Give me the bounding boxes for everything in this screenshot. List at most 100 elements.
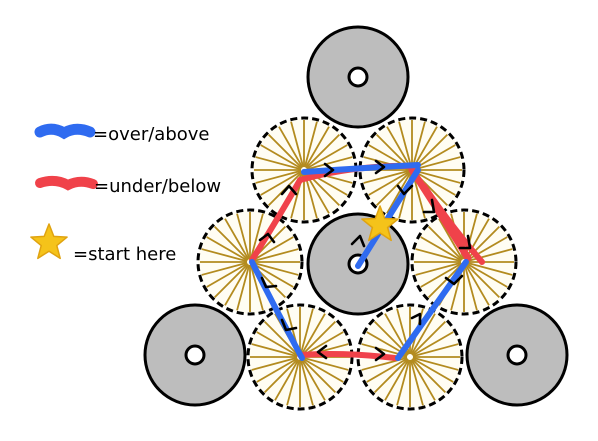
wheel-spoke — [363, 169, 410, 184]
legend-start-label: =start here — [73, 244, 176, 265]
wheel-spoke — [412, 356, 459, 371]
arrow-center-up — [350, 234, 366, 248]
legend-star-icon — [30, 223, 68, 260]
wheel-rim — [196, 208, 304, 316]
wheel-spoke — [249, 213, 264, 260]
wheel-spoke — [412, 331, 454, 357]
wheel-spoke — [465, 263, 500, 298]
wheel-spoke — [420, 262, 462, 288]
wheel-spoke — [466, 236, 508, 262]
wheel-spoke — [303, 121, 318, 168]
wheel-spoke — [464, 218, 490, 260]
wheel-spoke — [409, 359, 424, 406]
wheel-spoke — [413, 134, 448, 169]
arrow-right-diag-2 — [458, 234, 472, 250]
wheel-spoke — [305, 134, 340, 169]
wheel-spoke — [466, 248, 513, 263]
wheel-spoke — [256, 357, 298, 383]
legend-over-label: =over/above — [93, 124, 209, 145]
wheel-spoke — [410, 359, 436, 401]
wheel-spoke — [414, 169, 461, 184]
direction-arrows — [258, 159, 472, 362]
wheel-spoke — [304, 126, 330, 168]
wheel-spoke — [302, 357, 344, 383]
wheel-spoke — [428, 226, 463, 261]
wheel-spoke — [463, 264, 478, 311]
wheel-spoke — [224, 218, 250, 260]
wheel-spoke — [224, 264, 250, 306]
spool-top — [306, 25, 410, 129]
wheel-spoke — [236, 264, 251, 311]
wheel-spoke — [374, 358, 409, 393]
wheel-spoke — [201, 261, 248, 276]
strand-over-top — [301, 162, 421, 175]
wheel-spoke — [415, 261, 462, 276]
wheel-spoke — [301, 321, 336, 356]
wheel-spoke — [412, 126, 438, 168]
wheel-spoke — [252, 236, 294, 262]
wheel-spoke — [438, 218, 464, 260]
wheel-spoke — [384, 359, 410, 401]
wheel-spoke — [386, 172, 412, 214]
wheel-spoke — [214, 226, 249, 261]
wheel-spoke — [428, 263, 463, 298]
wheel-spoke — [251, 356, 298, 371]
wheel-spoke — [368, 170, 410, 196]
wheel-spoke — [466, 261, 513, 276]
wheel-spoke — [286, 359, 301, 406]
wheel-spoke — [302, 356, 349, 371]
wheel-spoke — [214, 263, 249, 298]
wheel-spoke — [206, 262, 248, 288]
spool-bottom-right — [465, 303, 569, 407]
legend-under-swatch — [35, 175, 98, 191]
wheel-rim — [356, 303, 464, 411]
arrow-upper-left-up — [280, 184, 298, 196]
arrow-bottom-left — [316, 344, 328, 360]
arrow-right-down — [444, 274, 464, 286]
wheel-spoke — [252, 261, 299, 276]
wheel-spoke — [420, 236, 462, 262]
legend-under-label: =under/below — [94, 176, 221, 197]
wheel-spoke — [386, 126, 412, 168]
start-star-icon — [361, 205, 399, 242]
wheel-spoke — [274, 359, 300, 401]
wheel-spoke — [411, 358, 446, 393]
wheel-spoke — [290, 121, 305, 168]
wheel-spoke — [299, 308, 314, 355]
wheel-spoke — [414, 156, 461, 171]
wheel-spoke — [300, 313, 326, 355]
wheel-spoke — [206, 236, 248, 262]
wheel-spoke — [255, 156, 302, 171]
wheel-spoke — [236, 213, 251, 260]
spool-bottom-left — [143, 303, 247, 407]
wheel-spoke — [201, 248, 248, 263]
wheel-spoke — [414, 144, 456, 170]
wheel-spoke — [260, 170, 302, 196]
wheel-spoke — [412, 357, 454, 383]
wheel-spoke — [414, 170, 456, 196]
wheel-spoke — [268, 134, 303, 169]
wheel-spoke — [256, 331, 298, 357]
wheel-spoke — [376, 171, 411, 206]
wheel-spoke — [251, 343, 298, 358]
strand-under-upper-left-down — [249, 177, 303, 263]
arrow-right-diag — [422, 198, 436, 214]
strand-under-bottom — [297, 351, 398, 361]
wheel-spoke — [300, 359, 326, 401]
wheel-spoke — [411, 121, 426, 168]
arrow-upper-right-down — [396, 184, 414, 196]
wheel-spoke — [410, 313, 436, 355]
legend: =over/above =under/below =start here — [30, 123, 221, 265]
wheel-spoke — [366, 357, 408, 383]
wheel-spoke — [264, 358, 299, 393]
wheel-spoke — [398, 121, 413, 168]
arrow-bottom-right — [374, 346, 386, 362]
arrow-left-down-2 — [280, 318, 298, 332]
legend-over-swatch — [34, 123, 96, 140]
wheel-spoke — [464, 264, 490, 306]
wheel-spoke — [252, 248, 299, 263]
wheel-spoke — [396, 359, 411, 406]
arrow-right-up — [410, 312, 422, 326]
wheel-spoke — [299, 359, 314, 406]
wheel-spoke — [466, 262, 508, 288]
